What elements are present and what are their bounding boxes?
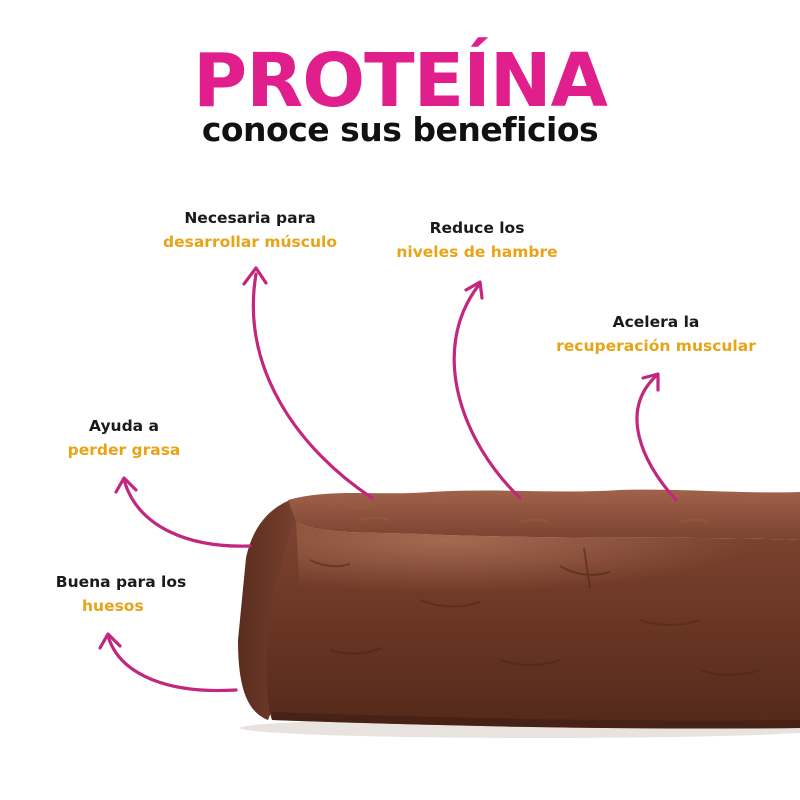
arrowhead-perder-grasa [114, 476, 138, 494]
arrow-perder-grasa [122, 478, 252, 548]
bar-top [288, 489, 800, 540]
benefit-label: Ayuda a [89, 417, 159, 435]
bar-shine [296, 522, 800, 610]
benefit-perder-grasa: Ayuda a perder grasa [54, 414, 194, 462]
arrow-niveles-hambre [452, 284, 522, 500]
arrowhead-recuperacion [641, 372, 660, 392]
arrow-huesos [106, 634, 238, 693]
benefit-label: Reduce los [429, 219, 525, 237]
benefit-highlight: desarrollar músculo [163, 233, 337, 251]
benefit-desarrollar-musculo: Necesaria para desarrollar músculo [130, 206, 370, 254]
benefit-label: Necesaria para [184, 209, 316, 227]
benefit-recuperacion-muscular: Acelera la recuperación muscular [536, 310, 776, 358]
benefit-label: Buena para los [55, 573, 187, 591]
page-subtitle: conoce sus beneficios [201, 110, 599, 149]
bar-bottom-edge [272, 712, 800, 729]
benefit-highlight: huesos [82, 597, 144, 615]
bar-wrinkles [309, 547, 761, 676]
benefit-niveles-hambre: Reduce los niveles de hambre [372, 216, 582, 264]
bar-texture [329, 494, 769, 523]
benefit-highlight: recuperación muscular [556, 337, 756, 355]
benefit-label: Acelera la [612, 313, 700, 331]
page-title: PROTEÍNA [193, 38, 608, 124]
arrowhead-huesos [98, 632, 122, 650]
arrowhead-desarrollar-musculo [242, 266, 268, 286]
benefit-highlight: perder grasa [67, 441, 181, 459]
benefit-huesos: Buena para los huesos [36, 570, 206, 618]
arrow-desarrollar-musculo [251, 272, 374, 500]
arrow-recuperacion [635, 374, 678, 502]
benefit-highlight: niveles de hambre [396, 243, 558, 261]
arrowhead-niveles-hambre [464, 280, 484, 300]
